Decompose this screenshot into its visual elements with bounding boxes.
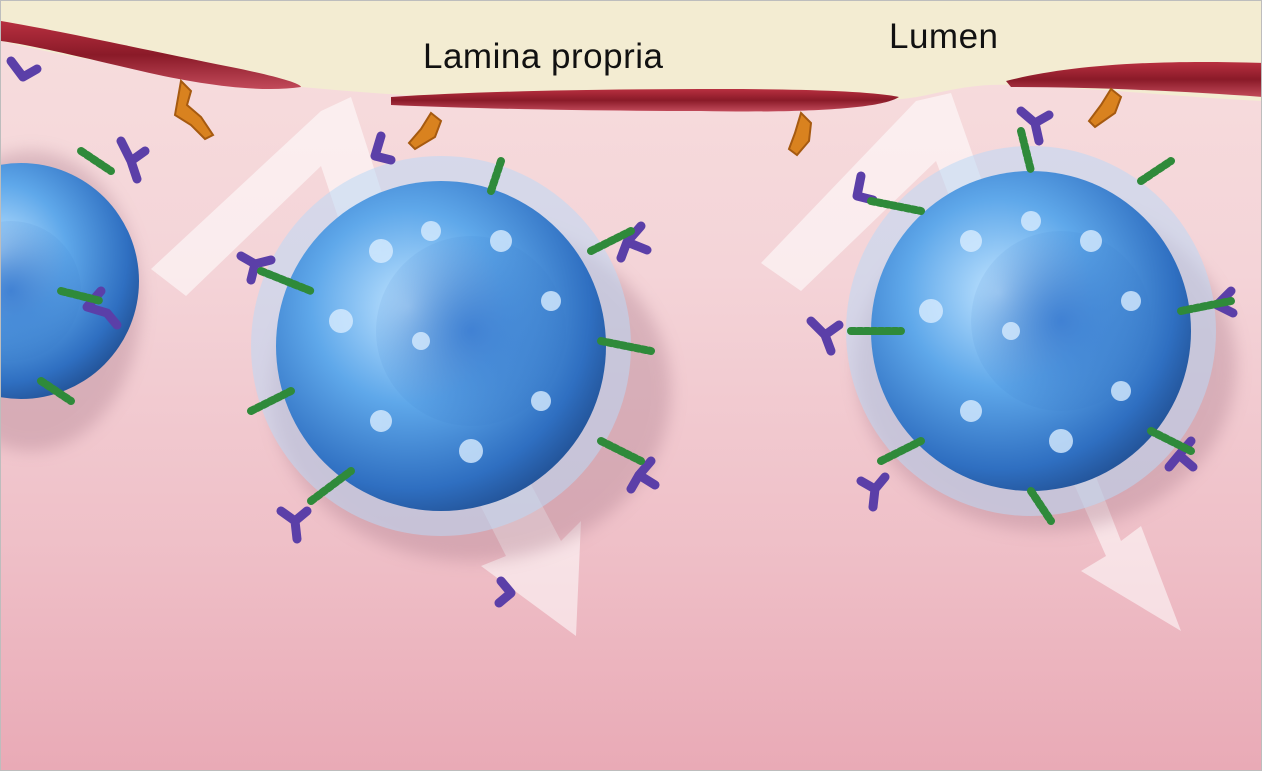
receptor-icon — [173, 78, 1123, 157]
lamina-propria-label: Lamina propria — [423, 37, 664, 76]
lumen-band — [1, 1, 1261, 106]
antibody-icon — [6, 56, 1238, 608]
lumen-label: Lumen — [889, 17, 999, 56]
lymphocyte-icon — [251, 156, 631, 536]
blood-vessel-icon — [1, 21, 1261, 112]
lymphocyte-icon — [1, 163, 139, 399]
lymphocyte-icon — [846, 146, 1216, 516]
